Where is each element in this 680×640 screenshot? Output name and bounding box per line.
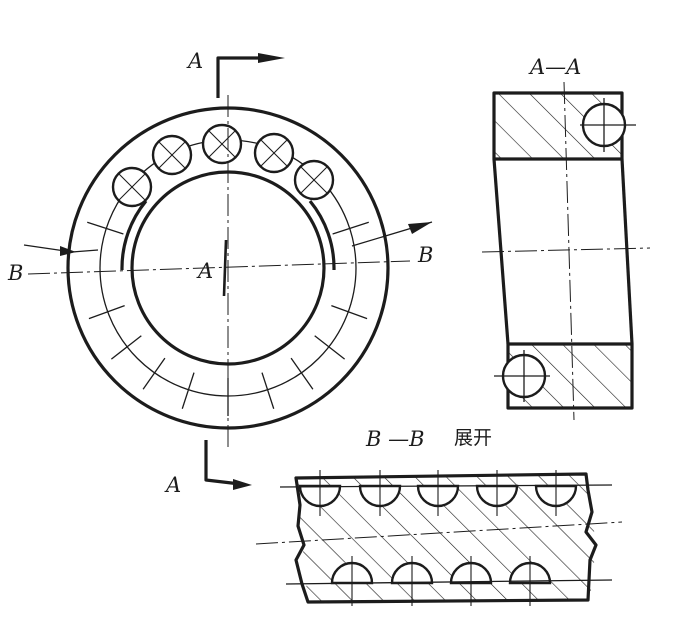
section-b-b-view: B —B 展开 [255, 427, 623, 606]
radial-tick [87, 221, 124, 235]
section-a-a-view: A—A [481, 55, 651, 421]
radial-tick [261, 372, 275, 409]
label-section-a-top: A [186, 49, 203, 73]
front-ball-axis [157, 140, 187, 170]
label-section-a-bottom: A [164, 473, 181, 497]
radial-tick [88, 305, 125, 320]
bb-lower-pitch-line [285, 579, 613, 585]
front-balls [111, 123, 335, 208]
radial-ticks [87, 221, 369, 416]
label-center-a: A [196, 259, 213, 283]
bb-outline [294, 472, 598, 604]
front-view: A A B B A [7, 49, 433, 497]
section-a-top-arrowhead [258, 53, 285, 63]
bb-balls [298, 470, 578, 606]
aa-right-edge [620, 158, 634, 345]
cage-arc-right [308, 199, 336, 271]
cage-arc-left [120, 199, 148, 271]
front-ball-axis [299, 165, 329, 195]
aa-horizontal-centerline [481, 247, 651, 253]
radial-tick [142, 357, 166, 390]
front-ball-axis [259, 138, 289, 168]
radial-tick [110, 335, 142, 360]
section-a-bottom-arrowhead [233, 479, 252, 490]
horizontal-centerline [27, 260, 411, 275]
section-a-bottom-arrow [204, 440, 241, 486]
front-ball-axis [207, 129, 237, 159]
radial-tick [290, 357, 314, 390]
aa-vertical-centerline [563, 81, 575, 421]
label-title-aa: A—A [528, 55, 581, 79]
section-b-left-arrowhead [60, 246, 76, 256]
radial-tick [181, 372, 195, 409]
section-b-right-arrowhead [408, 222, 432, 234]
label-title-bb-suffix: 展开 [454, 427, 492, 449]
label-title-bb: B —B [365, 427, 425, 451]
bb-upper-pitch-line [279, 484, 613, 488]
front-ball-axis [117, 172, 147, 202]
section-a-top-arrow [216, 56, 272, 98]
radial-tick [314, 335, 346, 360]
center-mark [222, 239, 228, 297]
bb-centerline [255, 521, 623, 545]
radial-tick [332, 221, 369, 235]
label-section-b-right: B [417, 243, 433, 267]
label-section-b-left: B [7, 261, 23, 285]
radial-tick [331, 305, 368, 320]
